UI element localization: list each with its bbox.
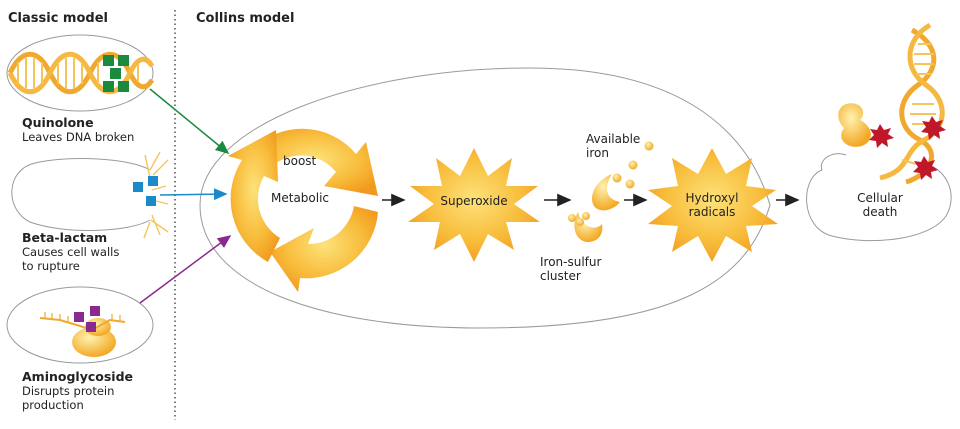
superoxide-burst-icon — [408, 148, 540, 262]
beta-lactam-name: Beta-lactam — [22, 230, 107, 245]
damaged-protein-icon — [838, 103, 871, 147]
aminoglycoside-desc-1: Disrupts protein — [22, 384, 114, 398]
available-iron-label-1: Available — [586, 132, 640, 146]
superoxide-label: Superoxide — [440, 194, 507, 208]
iron-particles-icon — [592, 141, 654, 211]
metabolic-boost-label-metabolic: Metabolic — [271, 191, 329, 205]
aminoglycoside-arrow — [139, 235, 232, 304]
beta-lactam-desc-2: to rupture — [22, 259, 80, 273]
quinolone-name: Quinolone — [22, 115, 94, 130]
quinolone-arrow — [149, 88, 230, 154]
iron-sulfur-label-1: Iron-sulfur — [540, 255, 602, 269]
hydroxyl-label-2: radicals — [689, 205, 736, 219]
collins-model-header: Collins model — [196, 11, 294, 26]
aminoglycoside-name: Aminoglycoside — [22, 369, 133, 384]
beta-lactam-arrow — [159, 188, 228, 201]
collins-cell-outline — [199, 67, 771, 329]
ruptured-wall-icon — [143, 151, 169, 239]
broken-dna-icon — [879, 22, 945, 185]
quinolone-cell — [6, 34, 155, 112]
aminoglycoside-molecule-icon — [74, 306, 100, 332]
hydroxyl-label-1: Hydroxyl — [686, 191, 739, 205]
aminoglycoside-desc-2: production — [22, 398, 84, 412]
cellular-death-label-1: Cellular — [857, 191, 903, 205]
quinolone-molecule-icon — [103, 55, 129, 92]
dna-helix-icon — [7, 51, 155, 95]
hydroxyl-radicals-burst-icon — [648, 148, 778, 262]
metabolic-boost-label-boost: boost — [283, 154, 317, 168]
beta-lactam-molecule-icon — [133, 176, 158, 206]
aminoglycoside-cell — [6, 286, 154, 364]
beta-lactam-desc-1: Causes cell walls — [22, 245, 119, 259]
damage-burst-icons — [869, 116, 946, 180]
iron-sulfur-label-2: cluster — [540, 269, 581, 283]
beta-lactam-cell — [11, 151, 169, 239]
metabolic-boost-cycle-icon — [228, 128, 378, 292]
dead-cell-outline — [806, 153, 952, 242]
quinolone-desc: Leaves DNA broken — [22, 130, 134, 144]
classic-model-header: Classic model — [8, 11, 108, 26]
iron-sulfur-cluster-icon — [568, 212, 603, 242]
ribosome-icon — [39, 312, 126, 357]
cellular-death-label-2: death — [863, 205, 898, 219]
available-iron-label-2: iron — [586, 146, 609, 160]
